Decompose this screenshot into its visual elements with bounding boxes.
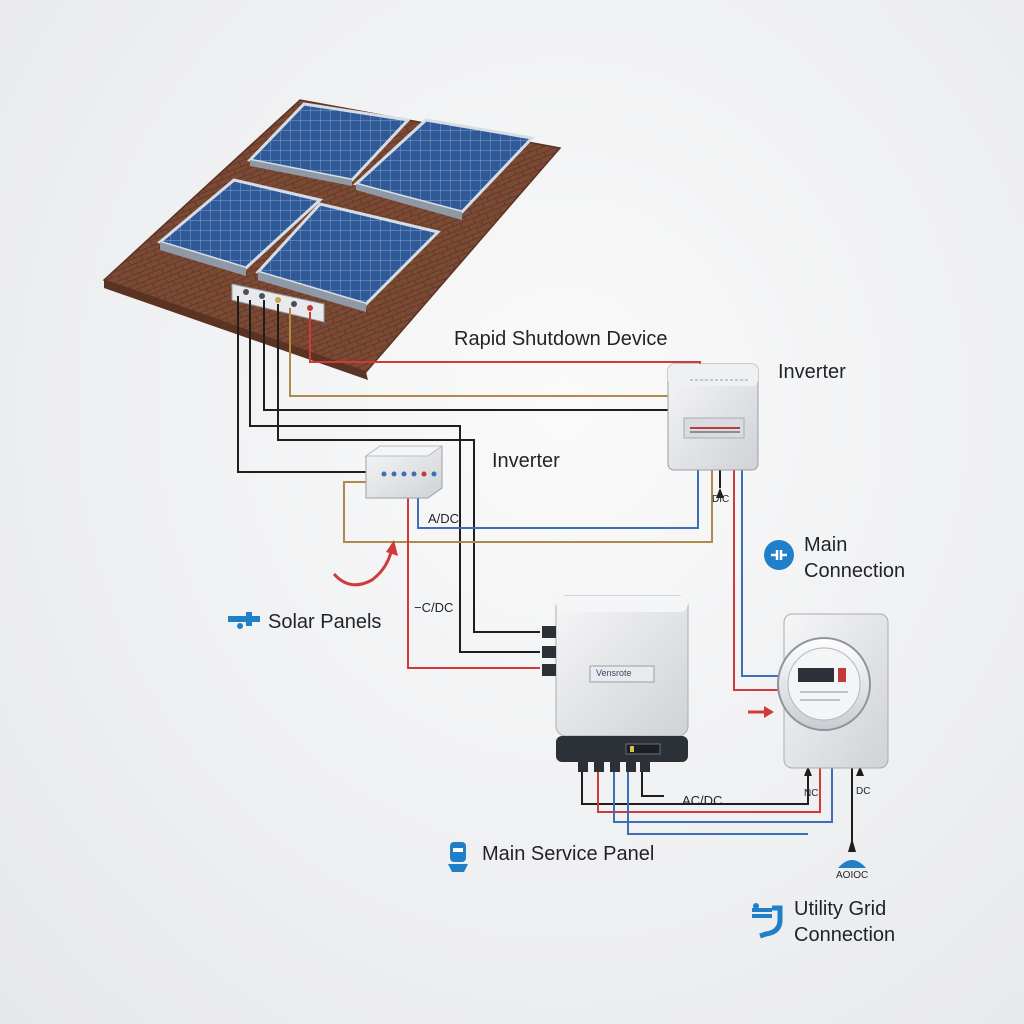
rapid-shutdown-box (364, 445, 444, 499)
solar-panel (255, 202, 441, 312)
dc-top-label: DIC (712, 494, 730, 505)
nc-label: NC (804, 788, 819, 799)
aoioc-label: AOIOC (836, 870, 869, 881)
inverter-mid-label: Inverter (492, 450, 560, 472)
faucet-icon (228, 612, 260, 629)
service-panel-icon (448, 842, 468, 872)
solar-panels-label: Solar Panels (268, 611, 382, 633)
solar-panel (156, 178, 324, 276)
main-service-panel-label: Main Service Panel (482, 843, 655, 865)
acdc-label: AC/DC (682, 793, 723, 808)
device-brand-label: Vensrote (596, 668, 632, 678)
main-connection-label-line1: Main (804, 534, 848, 556)
main-connection-label-line2: Connection (804, 560, 906, 582)
grid-node-icon (838, 860, 866, 868)
rapid-shutdown-label: Rapid Shutdown Device (454, 328, 668, 350)
solar-panel-array (156, 102, 536, 312)
flow-arrows (332, 488, 864, 852)
upper-inverter-box (667, 363, 759, 471)
utility-meter (777, 613, 889, 769)
inverter-top-label: Inverter (778, 361, 846, 383)
solar-panel (247, 102, 412, 186)
dc-right-label: DC (856, 786, 871, 797)
main-inverter (542, 595, 689, 772)
wiring (237, 296, 853, 852)
cdc-label: −C/DC (414, 600, 454, 615)
utility-grid-label-line1: Utility Grid (794, 898, 887, 920)
solar-panel (352, 118, 536, 220)
roof-junction-connectors (231, 283, 325, 323)
adc-label: A/DC (428, 511, 460, 526)
plug-connection-icon (764, 540, 794, 570)
utility-grid-label-line2: Connection (794, 924, 896, 946)
grid-connection-icon (752, 903, 783, 939)
